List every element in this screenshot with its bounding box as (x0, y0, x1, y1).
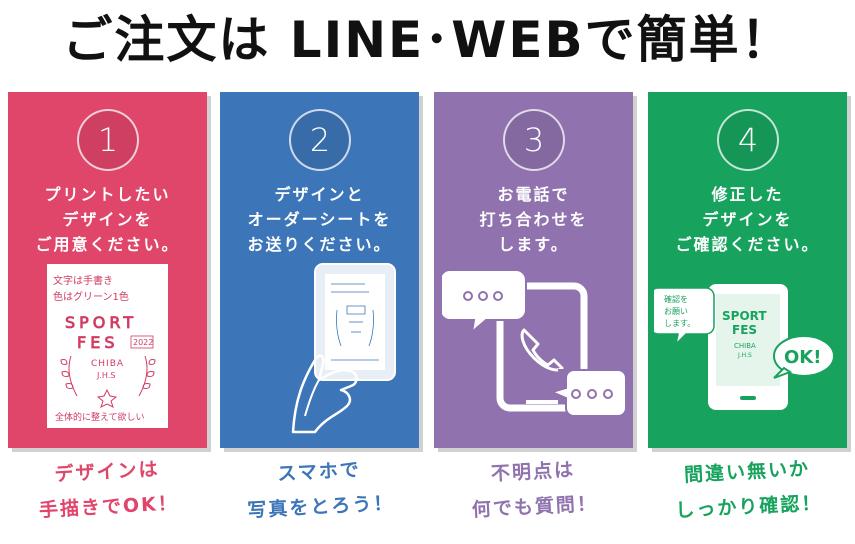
step-number-4: 4 (717, 109, 779, 171)
preview-title-2: FES (732, 323, 757, 337)
sketch-footer: 全体的に整えて欲しい (55, 411, 145, 423)
chat-bubble-icon-2 (549, 369, 627, 417)
caption-4: 間違い無いか しっかり確認！ (674, 457, 823, 522)
step-card-3: 3 お電話で 打ち合わせを します。 (434, 92, 633, 448)
preview-school-sub: J.H.S (737, 352, 752, 359)
preview-title-1: SPORT (722, 309, 767, 323)
step-text-3: お電話で 打ち合わせを します。 (479, 185, 588, 254)
bubble-line-1: 確認を (664, 294, 688, 304)
step-card-2: 2 デザインと オーダーシートを お送りください。 (220, 92, 419, 448)
step-text-1: プリントしたい デザインを ご用意ください。 (35, 185, 180, 254)
sketch-school: CHIBA (91, 359, 124, 369)
ok-bubble-icon: OK! (773, 335, 835, 379)
sketch-title-1: SPORT (65, 313, 137, 332)
bubble-line-2: お願い (664, 307, 688, 316)
step-card-1: 1 プリントしたい デザインを ご用意ください。 文字は手書き 色はグリーン1色… (8, 92, 207, 448)
step-text-2: デザインと オーダーシートを お送りください。 (247, 185, 392, 254)
sketch-line-2: 色はグリーン1色 (53, 290, 129, 303)
sketch-line-1: 文字は手書き (53, 274, 113, 287)
caption-1: デザインは 手描きでOK！ (38, 458, 180, 522)
handwritten-sketch-image: 文字は手書き 色はグリーン1色 SPORT FES 2022 CHIBA J.H… (47, 264, 168, 428)
chat-bubble-icon (442, 269, 527, 335)
headline: ご注文は LINE･WEBで簡単！ (62, 11, 793, 69)
bubble-line-3: します。 (664, 319, 695, 328)
phone-preview-image: SPORT FES CHIBA J.H.S 確認を お願い します。 OK! (654, 284, 835, 410)
step-number-1: 1 (77, 109, 139, 171)
caption-3: 不明点は 何でも質問！ (471, 458, 599, 522)
request-bubble-icon: 確認を お願い します。 (654, 287, 715, 347)
preview-school: CHIBA (734, 342, 756, 350)
caption-2: スマホで 写真をとろう！ (246, 458, 395, 522)
step-number-3: 3 (503, 109, 565, 171)
ok-label: OK! (784, 347, 821, 368)
sketch-title-2: FES (77, 333, 118, 352)
hand-phone-icon (291, 263, 396, 434)
sketch-year: 2022 (133, 338, 153, 347)
phone-call-icon (442, 269, 627, 417)
sketch-school-sub: J.H.S (96, 371, 115, 380)
step-text-4: 修正した デザインを ご確認ください。 (675, 185, 820, 254)
step-card-4: 4 修正した デザインを ご確認ください。 SPORT FES CHIBA J.… (648, 92, 847, 448)
step-number-2: 2 (289, 109, 351, 171)
